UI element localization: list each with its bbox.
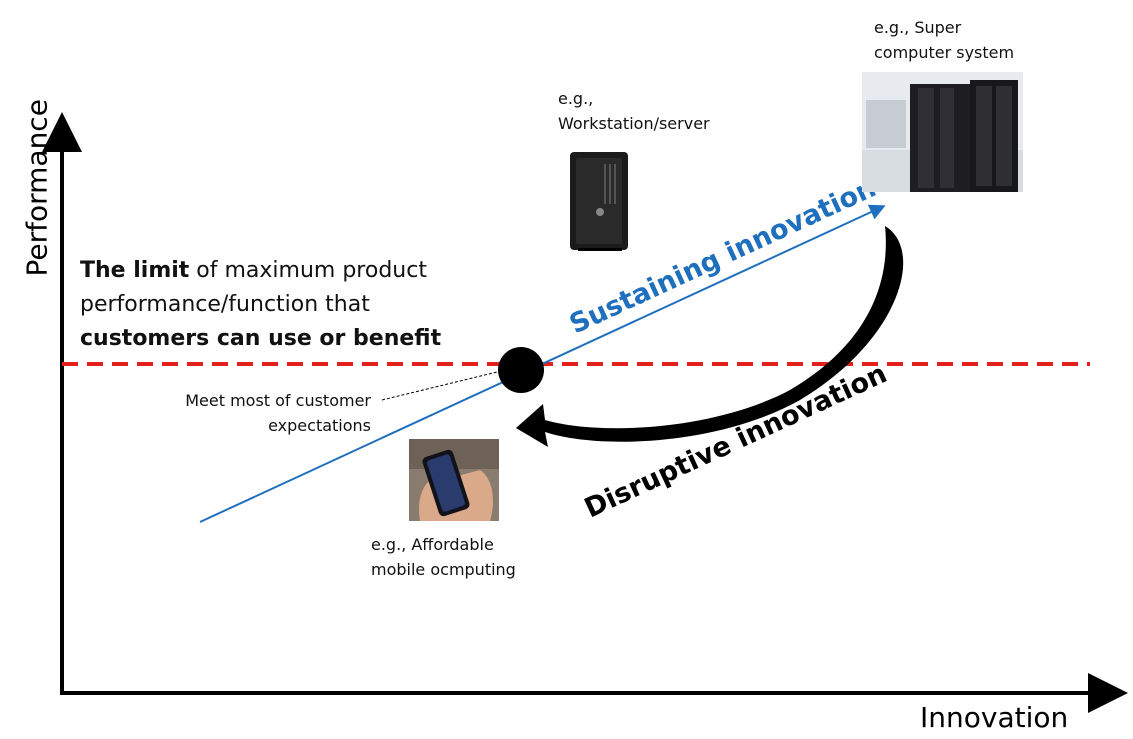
limit-bold-3: customers can use or benefit <box>80 326 442 351</box>
supercomputer-image <box>862 72 1023 192</box>
disruptive-arrow <box>516 226 904 447</box>
supercomputer-caption-2: computer system <box>874 43 1015 62</box>
supercomputer-caption: e.g., Super computer system <box>874 15 1044 65</box>
mobile-caption-1: e.g., Affordable <box>371 535 494 554</box>
mobile-image <box>409 439 499 521</box>
expectation-point <box>498 347 544 393</box>
mobile-caption-2: mobile ocmputing <box>371 560 516 579</box>
workstation-caption-2: Workstation/server <box>558 114 710 133</box>
limit-line-2: performance/function that <box>80 292 370 317</box>
mobile-caption: e.g., Affordable mobile ocmputing <box>371 532 571 582</box>
workstation-caption: e.g., Workstation/server <box>558 86 758 136</box>
y-axis-label: Performance <box>20 99 54 277</box>
workstation-image <box>570 152 628 251</box>
expectation-annotation: Meet most of customer expectations <box>150 388 371 438</box>
limit-description: The limit of maximum product performance… <box>80 254 480 356</box>
annotation-line-1: Meet most of customer <box>185 391 371 410</box>
annotation-line-2: expectations <box>268 416 371 435</box>
limit-line-3: customers can use or benefit <box>80 322 480 356</box>
workstation-caption-1: e.g., <box>558 89 594 108</box>
annotation-leader <box>381 371 498 401</box>
limit-rest-1: of maximum product <box>189 258 427 283</box>
limit-line-1: The limit of maximum product <box>80 254 480 288</box>
limit-bold-1: The limit <box>80 258 190 283</box>
supercomputer-caption-1: e.g., Super <box>874 18 962 37</box>
x-axis-label: Innovation <box>920 701 1069 734</box>
